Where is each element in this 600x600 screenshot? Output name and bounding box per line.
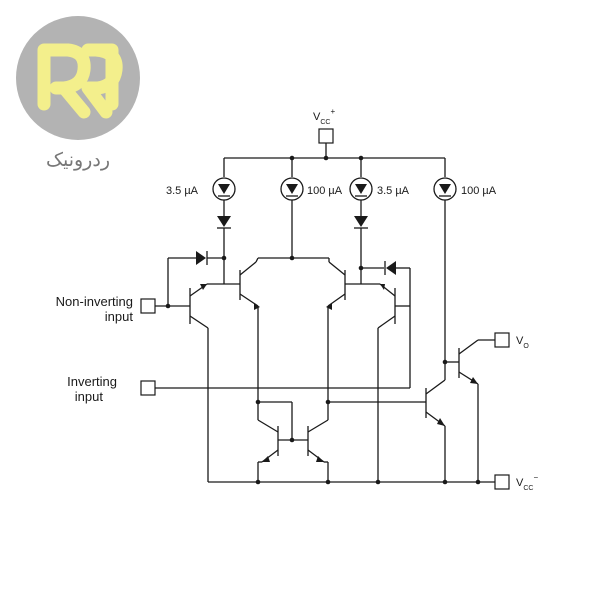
- vo-terminal: VO: [494, 332, 529, 350]
- diode-right-series: [354, 200, 368, 268]
- svg-text:Non-inverting: Non-inverting: [56, 294, 133, 309]
- current-source-1: [212, 158, 236, 201]
- transistor-q3: [326, 258, 380, 402]
- transistor-q2: [207, 257, 329, 402]
- diode-left-series: [217, 200, 231, 268]
- inverting-label-line2: input: [75, 389, 104, 404]
- current-source-3: [349, 158, 373, 201]
- vcc-minus-label: V: [516, 477, 524, 489]
- diode-right-horizontal: [358, 261, 411, 388]
- current-label-1: 3.5 µA: [166, 185, 199, 197]
- output-stage: [420, 200, 495, 482]
- vcc-plus-terminal: VCC+: [313, 107, 335, 158]
- vcc-minus-terminal: VCC−: [494, 473, 538, 492]
- vo-label: V: [516, 335, 524, 347]
- non-inverting-label-line2: input: [105, 309, 134, 324]
- inverting-label-line1: Inverting: [67, 374, 117, 389]
- inverting-input-terminal: [140, 380, 410, 396]
- svg-text:input: input: [75, 389, 104, 404]
- current-label-3: 3.5 µA: [377, 185, 410, 197]
- logo: ردرونیک: [16, 16, 140, 171]
- transistor-q4: [360, 268, 410, 482]
- svg-text:VCC−: VCC−: [516, 473, 538, 492]
- transistor-q1: [189, 283, 209, 482]
- logo-brand-text: ردرونیک: [46, 150, 110, 171]
- non-inverting-label-line1: Non-inverting: [56, 294, 133, 309]
- svg-text:input: input: [105, 309, 134, 324]
- current-mirror: [255, 399, 420, 482]
- svg-text:VO: VO: [516, 335, 529, 350]
- svg-text:VCC+: VCC+: [313, 107, 335, 126]
- current-source-4: [433, 158, 457, 201]
- current-label-4: 100 µA: [461, 185, 497, 197]
- diode-left-horizontal: [167, 251, 227, 306]
- non-inverting-input-terminal: [140, 298, 190, 314]
- current-label-2: 100 µA: [307, 185, 343, 197]
- vcc-plus-label: V: [313, 111, 321, 123]
- logo-monogram: [37, 43, 123, 119]
- current-source-2: [280, 158, 304, 201]
- svg-text:Inverting: Inverting: [67, 374, 117, 389]
